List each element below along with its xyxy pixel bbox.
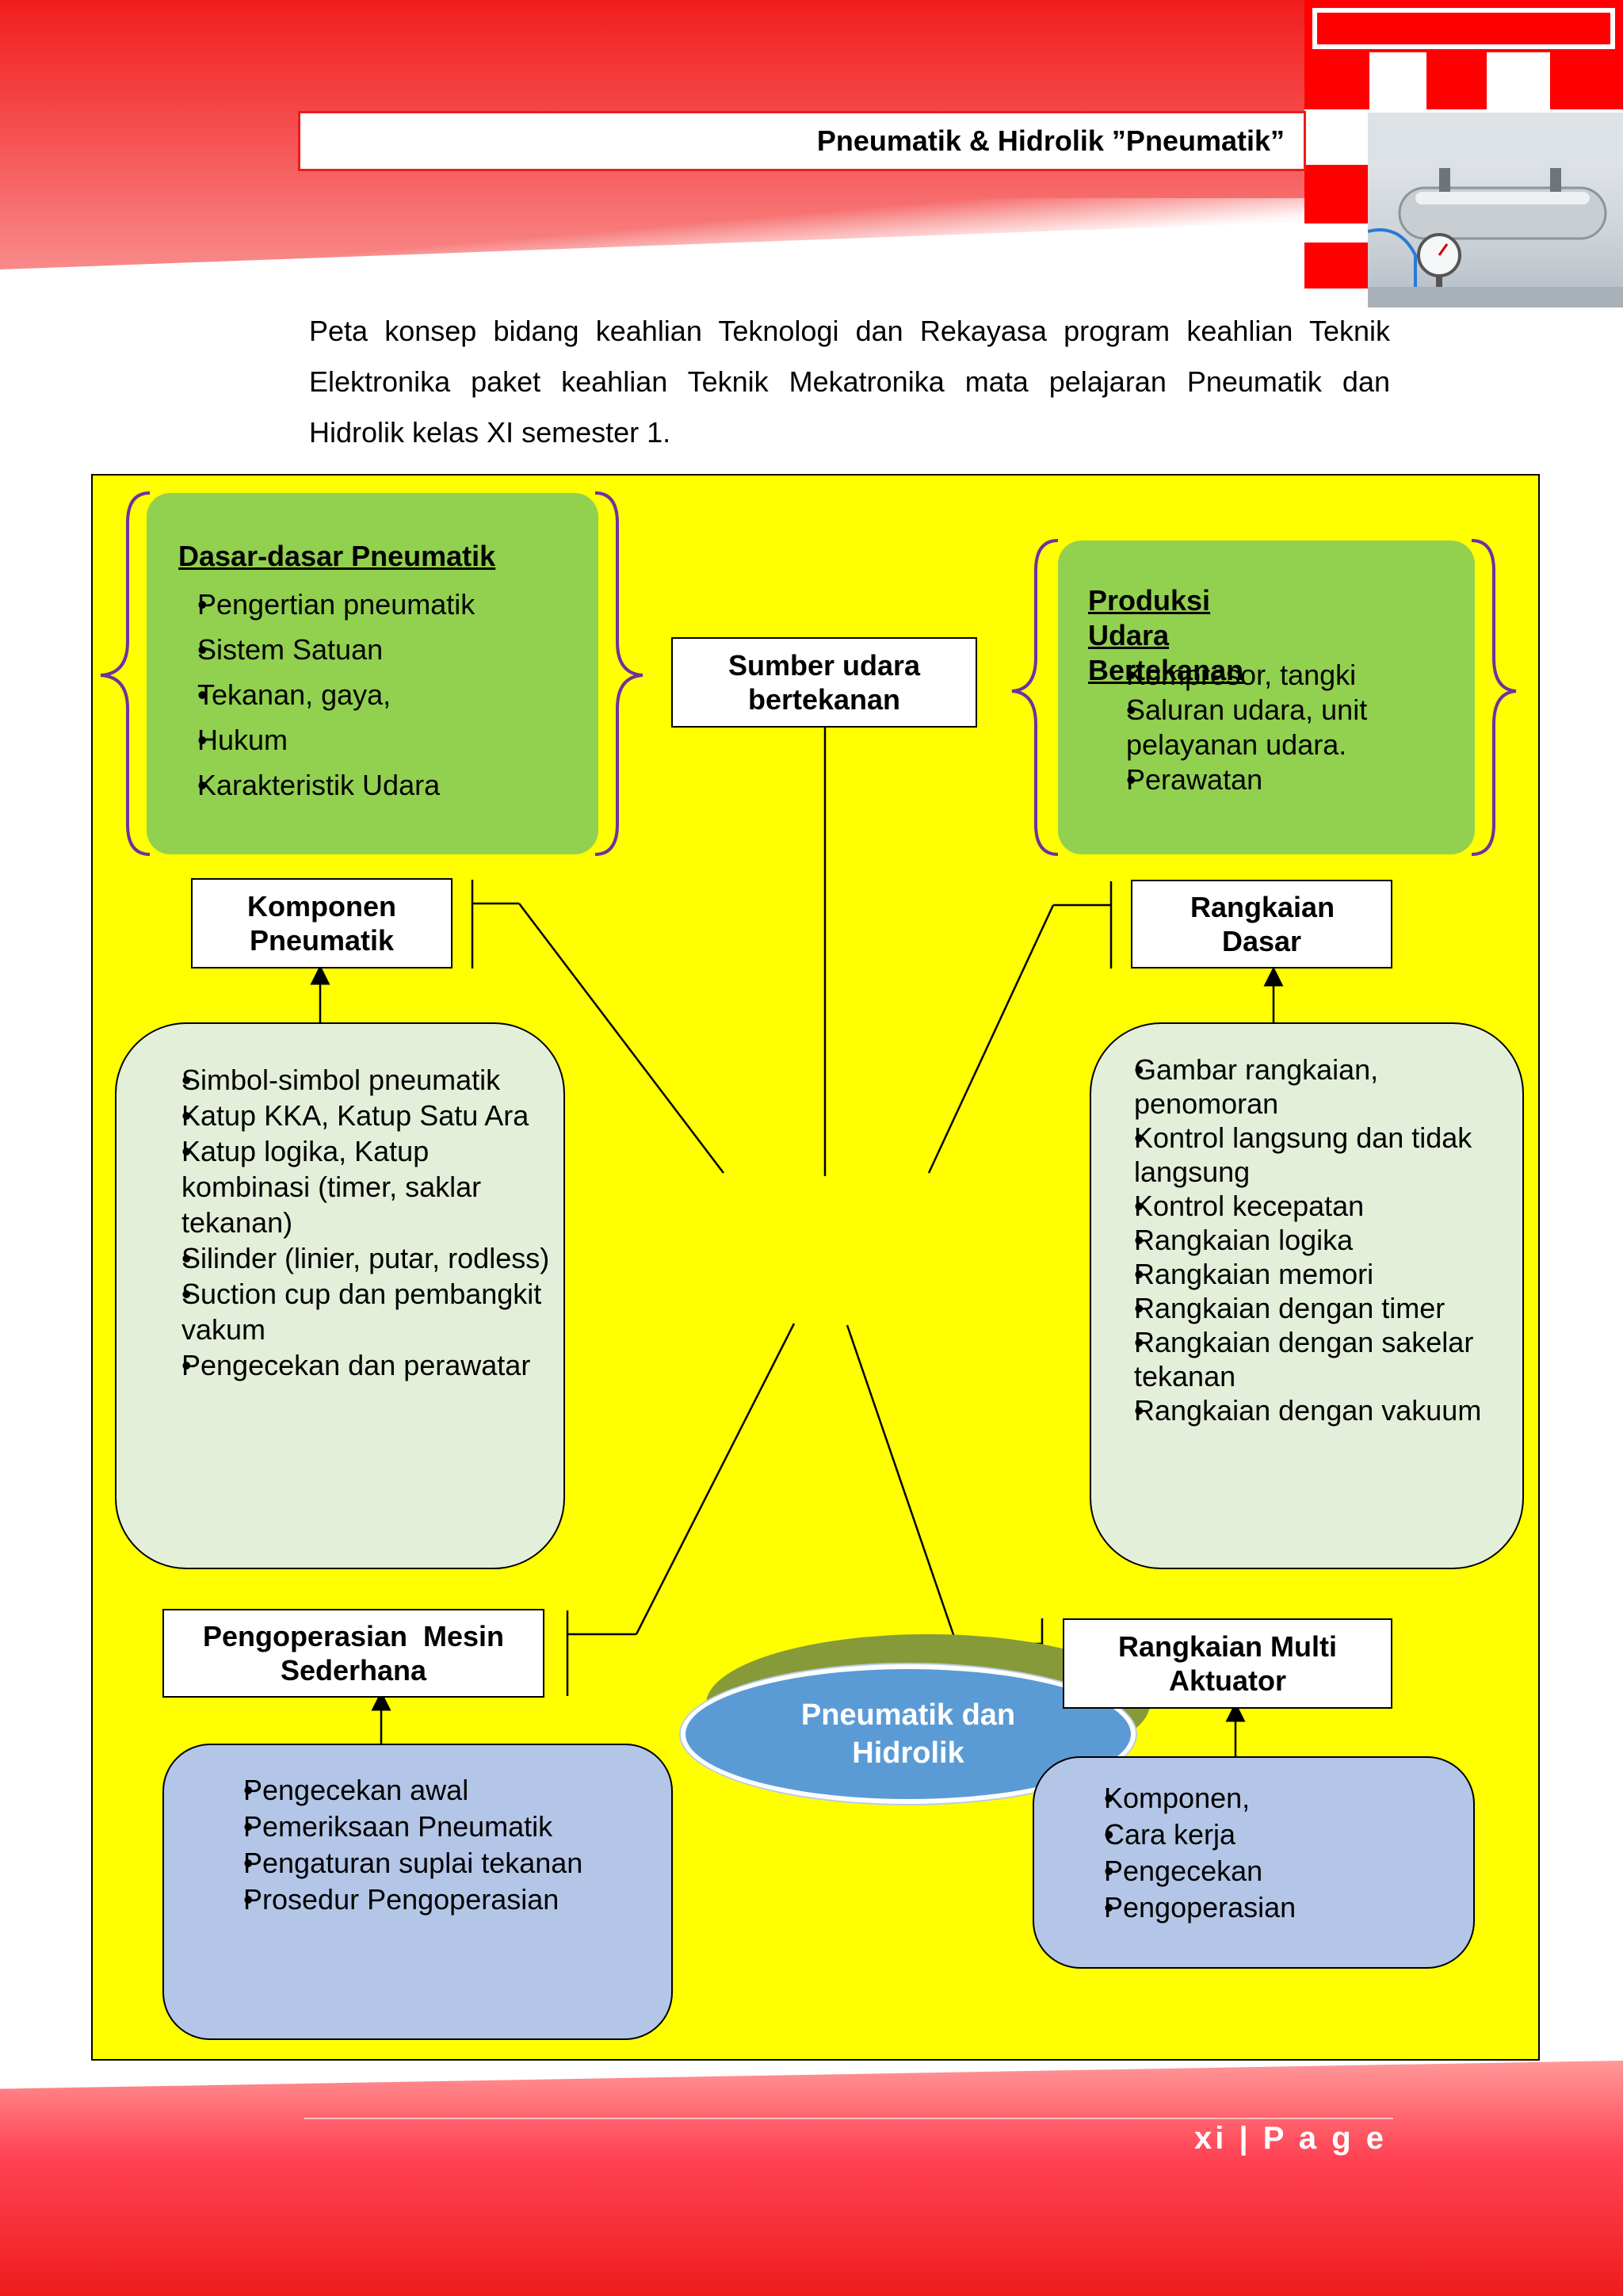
produksi-udara-box: Produksi Udara Bertekanan Kompresor, tan… (1058, 541, 1475, 854)
list-item: Suction cup dan pembangkit vakum (140, 1276, 552, 1347)
rangkaian-dasar-label: Rangkaian Dasar (1190, 891, 1335, 957)
list-item: Hukum (178, 717, 475, 762)
footer-band (0, 2061, 1623, 2296)
sumber-udara-box: Sumber udara bertekanan (671, 637, 977, 728)
list-item: Kontrol langsung dan tidak langsung (1113, 1121, 1518, 1189)
page-number: xi | P a g e (1194, 2121, 1387, 2156)
list-item: Pengertian pneumatik (178, 582, 475, 627)
list-item: Rangkaian dengan sakelar tekanan (1113, 1325, 1518, 1393)
dasar-title: Dasar-dasar Pneumatik (178, 540, 496, 572)
rangkaian-dasar-box: Rangkaian Dasar (1131, 880, 1392, 968)
list-item: Katup logika, Katup kombinasi (timer, sa… (140, 1133, 552, 1240)
list-item: Pengecekan dan perawatar (140, 1347, 552, 1383)
list-item: Tekanan, gaya, (178, 672, 475, 717)
connector-lines (100, 491, 1517, 1756)
list-item: Kompresor, tangki (1088, 658, 1437, 693)
list-item: Kontrol kecepatan (1113, 1189, 1518, 1223)
dasar-pneumatik-box: Dasar-dasar Pneumatik Pengertian pneumat… (147, 493, 598, 854)
list-item: Prosedur Pengoperasian (202, 1881, 582, 1918)
dasar-list: Pengertian pneumatikSistem SatuanTekanan… (178, 582, 475, 808)
list-item: Pengoperasian (1064, 1889, 1296, 1926)
list-item: Cara kerja (1064, 1817, 1296, 1853)
header-title: Pneumatik & Hidrolik ”Pneumatik” (298, 111, 1306, 171)
rangkaian-multi-label: Rangkaian Multi Aktuator (1117, 1630, 1338, 1697)
list-item: Pengaturan suplai tekanan (202, 1845, 582, 1881)
footer-divider (304, 2118, 1393, 2119)
list-item: Sistem Satuan (178, 627, 475, 672)
komponen-label: Komponen Pneumatik (247, 890, 396, 957)
concept-map: Dasar-dasar Pneumatik Pengertian pneumat… (91, 474, 1540, 2061)
list-item: Saluran udara, unit pelayanan udara. (1088, 693, 1437, 762)
sumber-udara-label: Sumber udara bertekanan (727, 649, 921, 716)
list-item: Perawatan (1088, 762, 1437, 797)
pengoperasian-list: Pengecekan awalPemeriksaan PneumatikPeng… (202, 1772, 582, 1918)
list-item: Pengecekan awal (202, 1772, 582, 1809)
pengoperasian-label: Pengoperasian Mesin Sederhana (202, 1620, 513, 1687)
list-item: Komponen, (1064, 1780, 1296, 1817)
multi-list: Komponen,Cara kerjaPengecekanPengoperasi… (1064, 1780, 1296, 1926)
header-swoosh (0, 198, 1347, 293)
center-label: Pneumatik dan Hidrolik (800, 1698, 1016, 1770)
rangkaian-dasar-list: Gambar rangkaian, penomoranKontrol langs… (1113, 1052, 1518, 1427)
komponen-details-box: Simbol-simbol pneumatikKatup KKA, Katup … (115, 1022, 565, 1569)
komponen-pneumatik-box: Komponen Pneumatik (191, 878, 453, 968)
list-item: Rangkaian logika (1113, 1223, 1518, 1257)
komponen-list: Simbol-simbol pneumatikKatup KKA, Katup … (140, 1062, 552, 1383)
produksi-list: Kompresor, tangkiSaluran udara, unit pel… (1088, 658, 1437, 797)
list-item: Karakteristik Udara (178, 762, 475, 808)
list-item: Silinder (linier, putar, rodless) (140, 1240, 552, 1276)
pengoperasian-box: Pengoperasian Mesin Sederhana (162, 1609, 544, 1698)
intro-paragraph: Peta konsep bidang keahlian Teknologi da… (309, 315, 1390, 449)
pengoperasian-details-box: Pengecekan awalPemeriksaan PneumatikPeng… (162, 1744, 673, 2040)
list-item: Pengecekan (1064, 1853, 1296, 1889)
pneumatic-tank-photo (1368, 113, 1623, 308)
rangkaian-dasar-details-box: Gambar rangkaian, penomoranKontrol langs… (1090, 1022, 1524, 1569)
list-item: Rangkaian memori (1113, 1257, 1518, 1291)
list-item: Rangkaian dengan timer (1113, 1291, 1518, 1325)
header-title-text: Pneumatik & Hidrolik ”Pneumatik” (816, 124, 1285, 157)
list-item: Katup KKA, Katup Satu Ara (140, 1098, 552, 1133)
multi-details-box: Komponen,Cara kerjaPengecekanPengoperasi… (1033, 1756, 1475, 1969)
list-item: Simbol-simbol pneumatik (140, 1062, 552, 1098)
rangkaian-multi-box: Rangkaian Multi Aktuator (1063, 1618, 1392, 1709)
list-item: Rangkaian dengan vakuum (1113, 1393, 1518, 1427)
list-item: Gambar rangkaian, penomoran (1113, 1052, 1518, 1121)
list-item: Pemeriksaan Pneumatik (202, 1809, 582, 1845)
